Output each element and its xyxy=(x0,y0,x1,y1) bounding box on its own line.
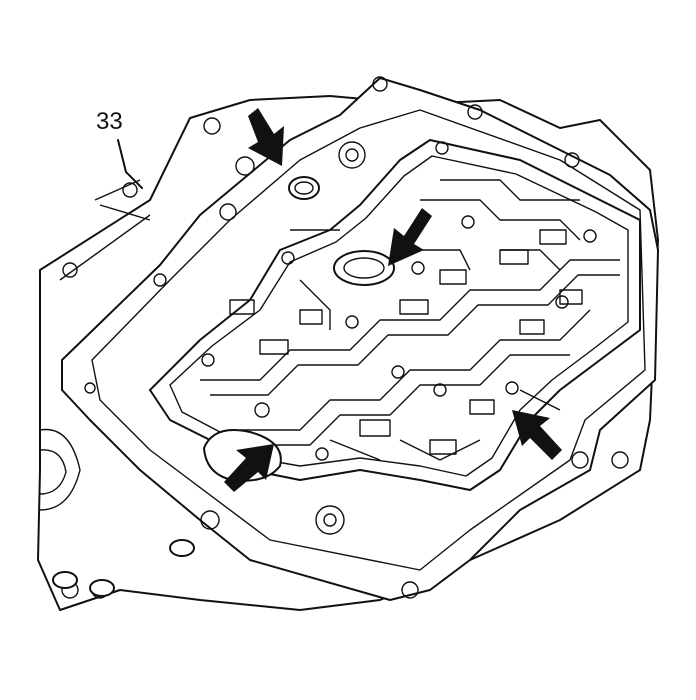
callout-label: 33 xyxy=(96,108,123,135)
callout-leader xyxy=(117,139,143,189)
arrow-right xyxy=(512,410,562,460)
arrow-top xyxy=(248,108,284,166)
arrow-pointer xyxy=(224,108,562,492)
arrow-center xyxy=(388,208,432,266)
arrow-bottom-left xyxy=(224,444,274,492)
valve-body-gasket xyxy=(61,76,659,601)
